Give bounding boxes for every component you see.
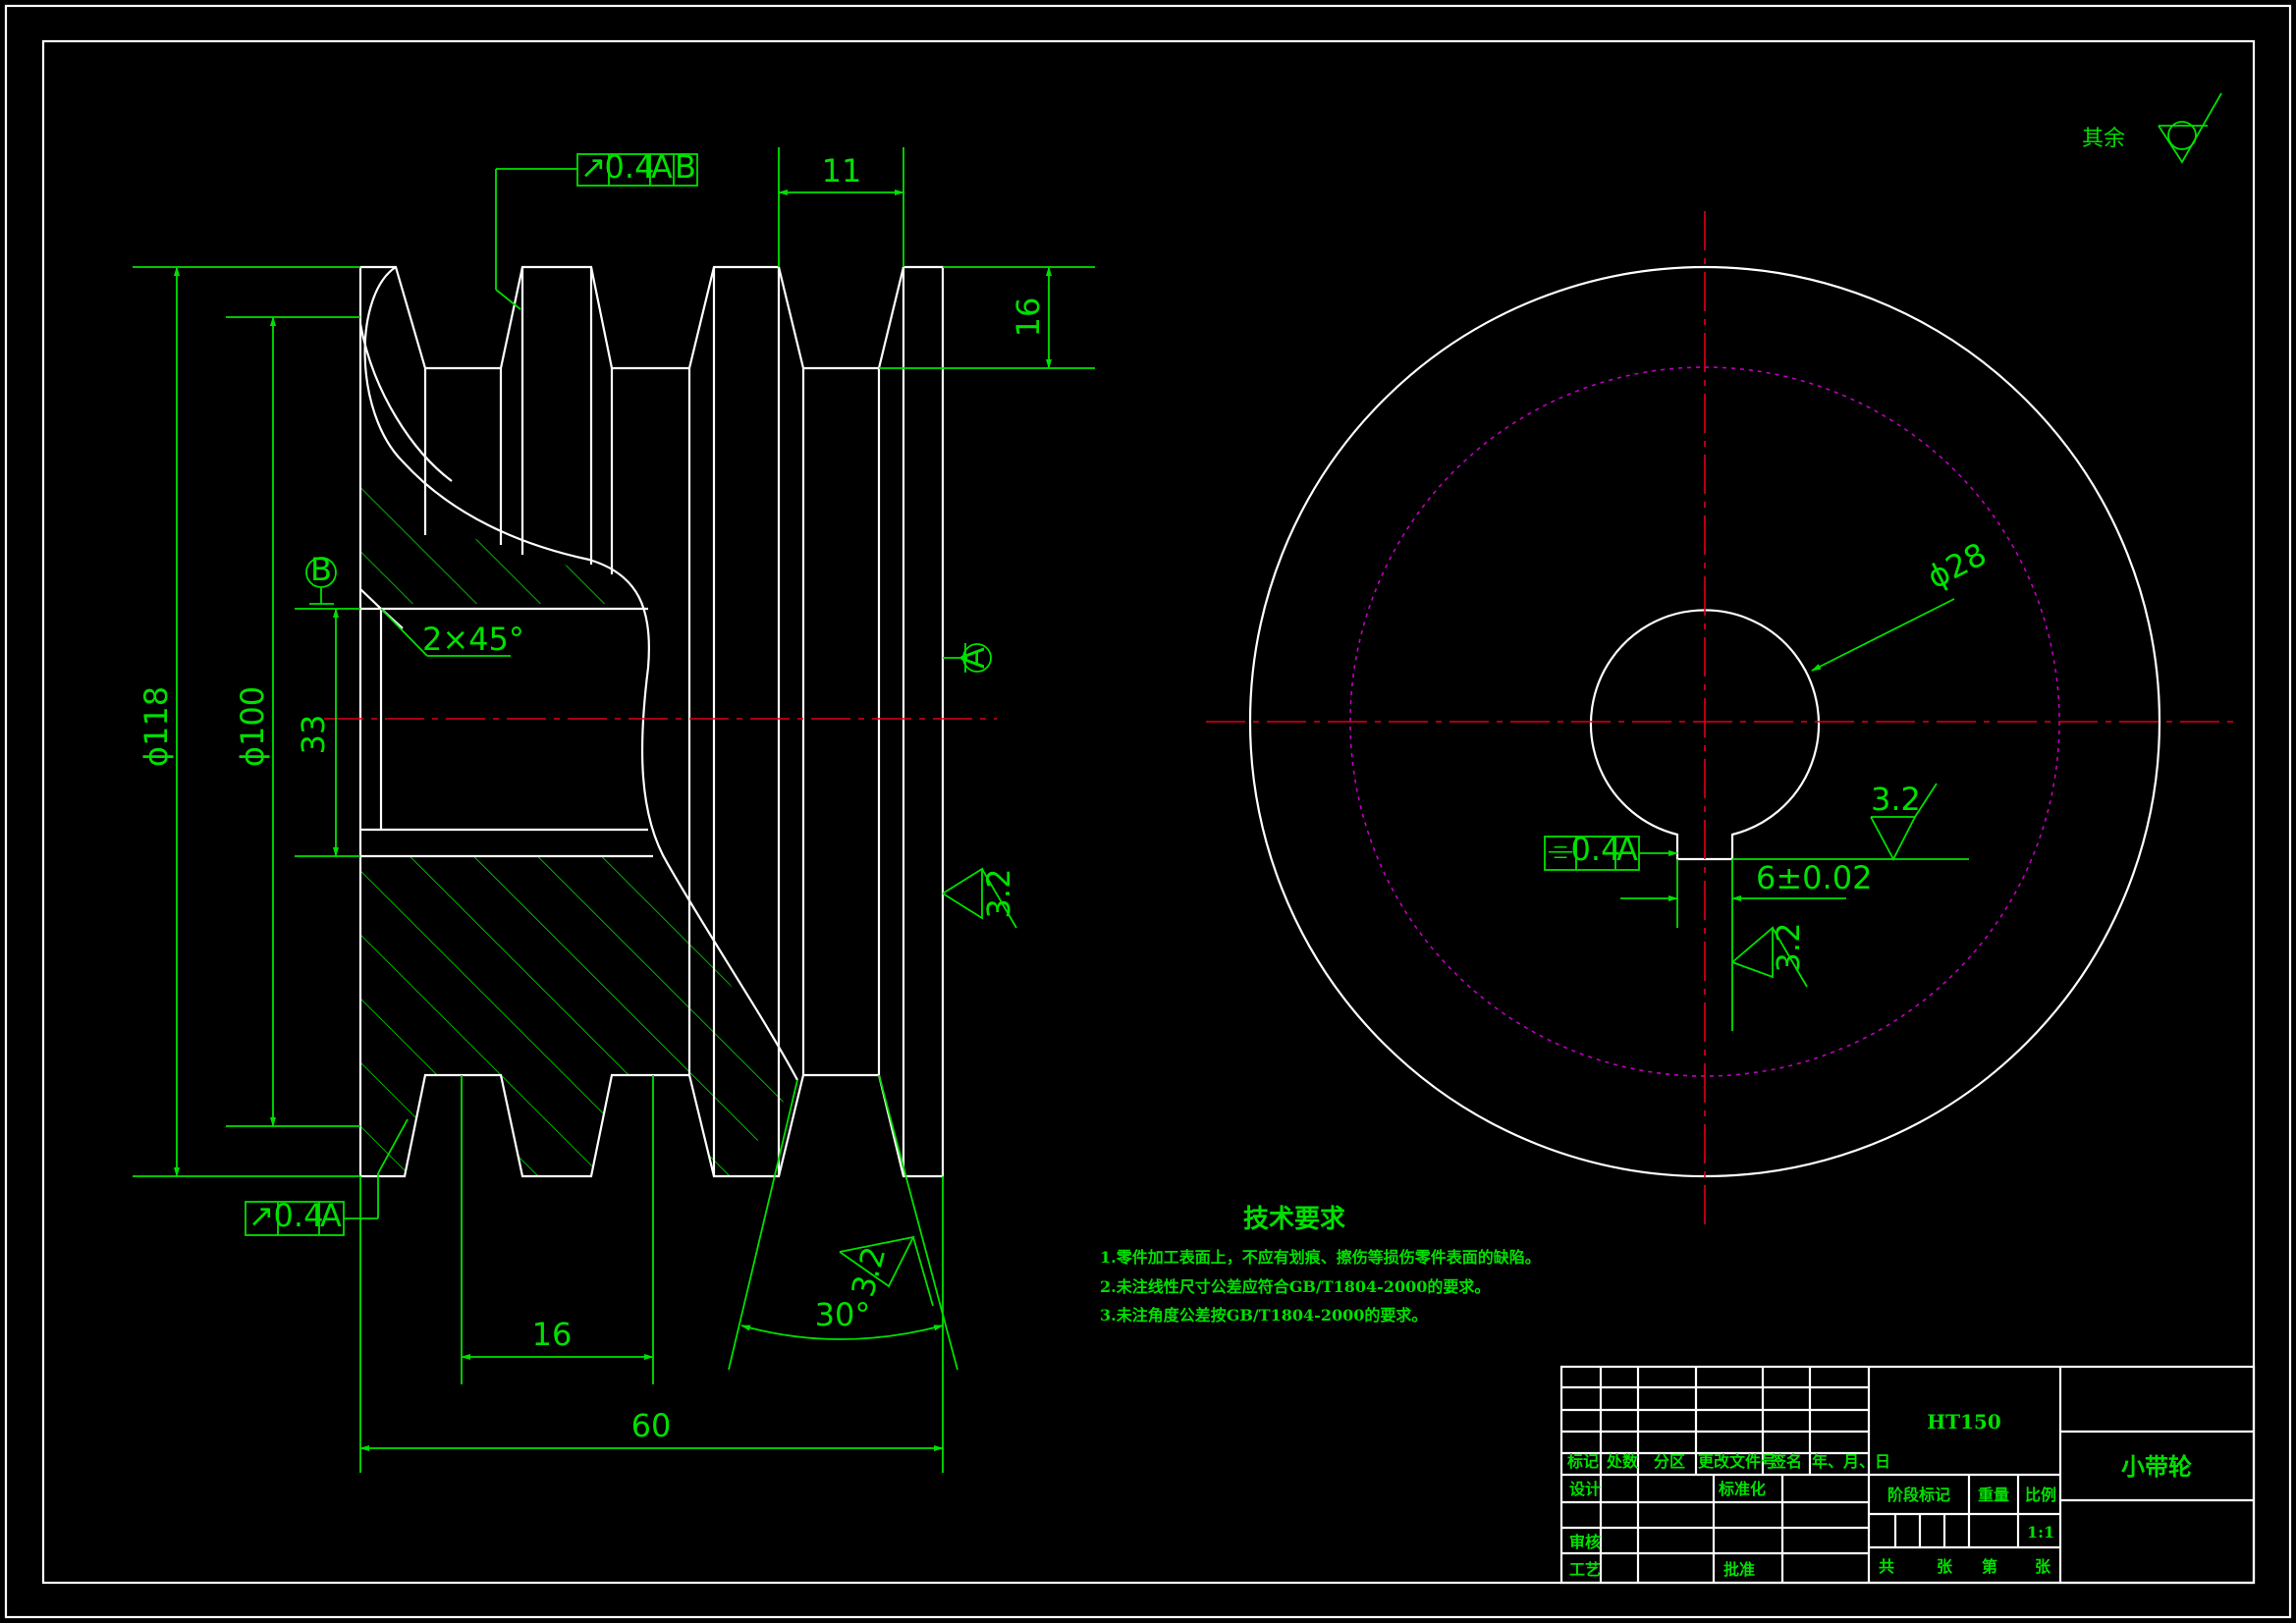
scale-value: 1:1 <box>2027 1523 2054 1542</box>
dim-dia-28: ϕ28 <box>1921 535 1992 596</box>
svg-text:张: 张 <box>2035 1557 2051 1576</box>
dim-pitch-16: 16 <box>532 1316 573 1353</box>
svg-text:↗: ↗ <box>580 148 607 186</box>
roughness-key: 3.2 <box>1871 781 1921 818</box>
svg-text:工艺: 工艺 <box>1569 1560 1601 1579</box>
outer-border <box>4 4 2292 1619</box>
svg-text:A: A <box>320 1197 342 1234</box>
svg-text:比例: 比例 <box>2025 1486 2056 1504</box>
svg-text:更改文件号: 更改文件号 <box>1698 1452 1777 1471</box>
part-name: 小带轮 <box>2121 1452 2192 1481</box>
dim-dia-118: ϕ118 <box>137 686 175 767</box>
svg-text:0.4: 0.4 <box>1571 831 1621 868</box>
left-dimensions: ϕ118 ϕ100 33 B 2×45° 11 16 A <box>133 147 1095 1473</box>
roughness-note: 其余 <box>2082 92 2222 164</box>
svg-text:A: A <box>1616 831 1638 868</box>
roughness-right: 3.2 <box>980 869 1017 919</box>
roughness-groove: 3.2 <box>844 1243 893 1301</box>
dim-total-60: 60 <box>631 1407 672 1444</box>
dim-angle-30: 30° <box>815 1296 871 1333</box>
tech-title: 技术要求 <box>1243 1205 1345 1234</box>
dim-bore-33: 33 <box>295 715 332 755</box>
svg-text:重量: 重量 <box>1978 1486 2009 1504</box>
datum-b-label: B <box>310 551 332 588</box>
svg-text:分区: 分区 <box>1654 1452 1685 1471</box>
svg-text:共: 共 <box>1879 1557 1894 1576</box>
tech-item-3: 3.未注角度公差按GB/T1804-2000的要求。 <box>1100 1306 1427 1325</box>
svg-text:批准: 批准 <box>1723 1560 1755 1579</box>
dim-width-11: 11 <box>822 152 862 189</box>
title-block: 标记 处数 分区 更改文件号 签名 年、月、日 设计 标准化 审核 工艺 批准 … <box>1559 1365 2256 1585</box>
tolerance-frame-left: ↗ 0.4 A <box>245 1118 409 1236</box>
svg-text:年、月、日: 年、月、日 <box>1812 1452 1890 1471</box>
svg-text:其余: 其余 <box>2082 127 2125 151</box>
tech-item-1: 1.零件加工表面上，不应有划痕、擦伤等损伤零件表面的缺陷。 <box>1100 1248 1541 1267</box>
svg-text:标准化: 标准化 <box>1718 1480 1766 1498</box>
svg-text:处数: 处数 <box>1606 1452 1639 1471</box>
svg-text:签名: 签名 <box>1770 1452 1802 1471</box>
hatch-upper <box>360 457 629 604</box>
svg-text:↗: ↗ <box>248 1197 275 1234</box>
svg-text:0.4: 0.4 <box>605 148 655 186</box>
svg-text:设计: 设计 <box>1569 1480 1601 1498</box>
tolerance-frame-top: ↗ 0.4 A B <box>495 148 698 310</box>
svg-text:A: A <box>651 148 673 186</box>
dim-chamfer: 2×45° <box>422 621 524 658</box>
svg-text:B: B <box>675 148 696 186</box>
dim-key-6: 6±0.02 <box>1756 859 1872 896</box>
svg-text:0.4: 0.4 <box>274 1197 324 1234</box>
svg-text:⌯: ⌯ <box>1548 831 1573 868</box>
front-view: ϕ28 3.2 6±0.02 3.2 ⌯ 0.4 A <box>1206 211 2237 1232</box>
dim-height-16: 16 <box>1010 298 1047 338</box>
section-view <box>358 265 945 1178</box>
svg-text:审核: 审核 <box>1569 1533 1601 1551</box>
svg-text:张: 张 <box>1937 1557 1953 1576</box>
bore-keyway <box>1589 609 1821 861</box>
datum-a-label: A <box>955 647 992 669</box>
material: HT150 <box>1927 1410 2001 1434</box>
svg-text:标记: 标记 <box>1566 1452 1599 1471</box>
dim-dia-100: ϕ100 <box>234 686 271 767</box>
roughness-lower: 3.2 <box>1770 923 1807 973</box>
svg-text:第: 第 <box>1982 1557 1997 1576</box>
hatch-lower <box>360 856 797 1176</box>
svg-text:阶段标记: 阶段标记 <box>1887 1486 1950 1504</box>
tech-item-2: 2.未注线性尺寸公差应符合GB/T1804-2000的要求。 <box>1100 1277 1490 1296</box>
inner-border <box>41 39 2256 1585</box>
tech-requirements: 技术要求 1.零件加工表面上，不应有划痕、擦伤等损伤零件表面的缺陷。 2.未注线… <box>1100 1205 1541 1325</box>
